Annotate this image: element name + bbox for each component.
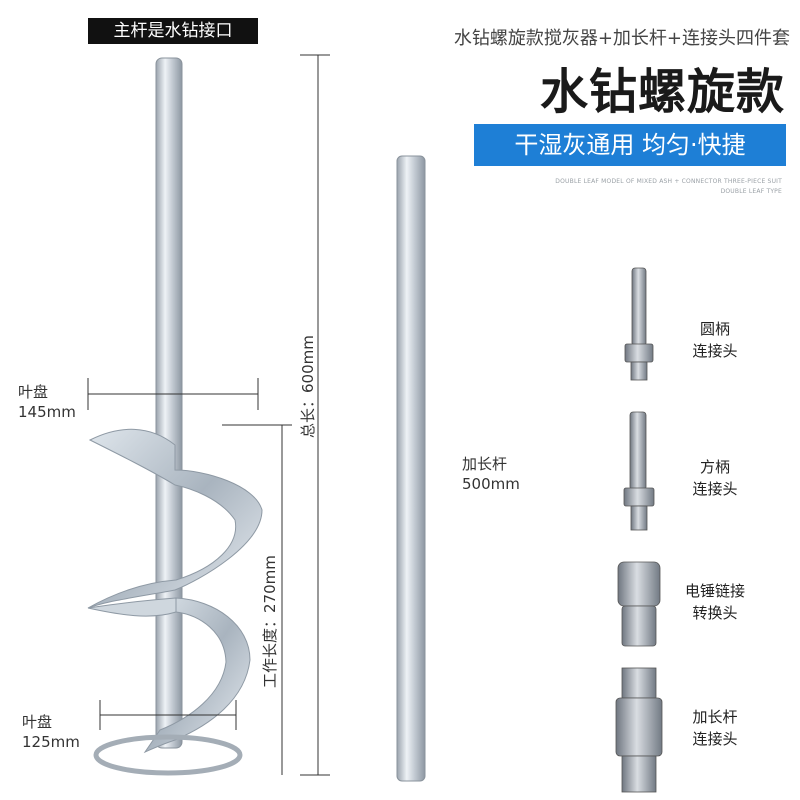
blade-bottom-name: 叶盘 [22, 713, 53, 731]
part-label-square-shank: 方柄 连接头 [660, 456, 770, 500]
blade-bottom-label: 叶盘 125mm [22, 712, 80, 752]
working-length-label: 工作长度：270mm [261, 555, 279, 688]
part-label-round-shank: 圆柄 连接头 [660, 318, 770, 362]
extension-rod-label: 加长杆 500mm [462, 454, 520, 494]
part-label-extension-connector: 加长杆 连接头 [660, 706, 770, 750]
blade-bottom-size: 125mm [22, 733, 80, 751]
blade-top-size: 145mm [18, 403, 76, 421]
product-subtitle: 水钻螺旋款搅灰器+加长杆+连接头四件套 [453, 28, 790, 49]
mixer-bottom-ring [93, 734, 243, 776]
part-label-line: 转换头 [692, 604, 738, 622]
round-shank-connector-image [624, 267, 654, 381]
main-rod-interface-label: 主杆是水钻接口 [88, 18, 258, 44]
square-shank-connector-image [623, 411, 655, 531]
english-caption-2: DOUBLE LEAF TYPE [720, 188, 782, 195]
extension-rod [396, 155, 426, 782]
part-label-line: 方柄 [699, 458, 730, 476]
feature-banner: 干湿灰通用 均匀·快捷 [474, 124, 786, 166]
part-label-line: 加长杆 [692, 708, 738, 726]
part-label-line: 圆柄 [699, 320, 730, 338]
part-label-line: 电锤链接 [684, 582, 745, 600]
mixer-spiral-blade [87, 428, 263, 754]
dimension-lines [87, 54, 330, 776]
total-length-label: 总长：600mm [299, 335, 317, 438]
extension-connector-image [615, 667, 663, 793]
blade-top-name: 叶盘 [18, 383, 49, 401]
part-label-line: 连接头 [692, 730, 738, 748]
extension-rod-name: 加长杆 [462, 455, 508, 473]
part-label-line: 连接头 [692, 342, 738, 360]
part-label-line: 连接头 [692, 480, 738, 498]
english-caption-1: DOUBLE LEAF MODEL OF MIXED ASH + CONNECT… [555, 178, 782, 185]
hammer-adapter-image [617, 561, 661, 647]
product-title: 水钻螺旋款 [539, 64, 785, 120]
part-label-hammer-adapter: 电锤链接 转换头 [660, 580, 770, 624]
blade-top-label: 叶盘 145mm [18, 382, 76, 422]
mixer-main-rod [155, 57, 183, 749]
extension-rod-size: 500mm [462, 475, 520, 493]
